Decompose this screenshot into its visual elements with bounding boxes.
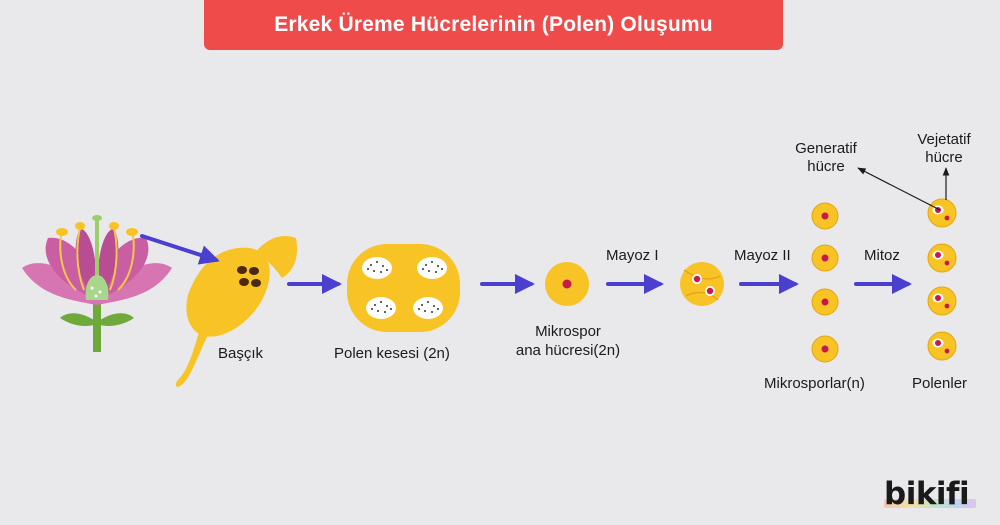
label-bascik: Başçık — [218, 345, 264, 362]
pollen-4 — [927, 331, 957, 361]
page-title: Erkek Üreme Hücrelerinin (Polen) Oluşumu — [274, 13, 713, 36]
pollen-3 — [927, 286, 957, 316]
label-mitoz: Mitoz — [864, 247, 900, 264]
microspore-mother-cell — [545, 262, 589, 306]
label-generatif-2: hücre — [807, 158, 845, 175]
dividing-cell — [680, 262, 724, 306]
anther-illustration — [175, 235, 298, 387]
label-mikrosporlar: Mikrosporlar(n) — [764, 375, 865, 392]
arrow-flower-to-anther — [140, 234, 220, 265]
pointer-generative — [857, 167, 941, 211]
microspore-1 — [811, 202, 839, 230]
label-polenler: Polenler — [912, 375, 967, 392]
label-mayoz2: Mayoz II — [734, 247, 791, 264]
label-mikrospor-1: Mikrospor — [535, 323, 601, 340]
label-mikrospor-2: ana hücresi(2n) — [516, 342, 620, 359]
pollen-sac-illustration — [347, 244, 460, 332]
brand-text: bikifi — [884, 479, 976, 510]
microspore-2 — [811, 244, 839, 272]
label-mayoz1: Mayoz I — [606, 247, 659, 264]
label-generatif-1: Generatif — [795, 140, 858, 157]
label-polen-kesesi: Polen kesesi (2n) — [334, 345, 450, 362]
microspore-3 — [811, 288, 839, 316]
label-vejetatif-1: Vejetatif — [917, 131, 971, 148]
pollen-1 — [927, 198, 957, 228]
microspores-column — [811, 202, 839, 363]
label-vejetatif-2: hücre — [925, 149, 963, 166]
title-banner: Erkek Üreme Hücrelerinin (Polen) Oluşumu — [204, 0, 783, 50]
microspore-4 — [811, 335, 839, 363]
flower-illustration — [22, 215, 172, 352]
pollen-2 — [927, 243, 957, 273]
bikifi-logo: bikifi — [884, 470, 976, 510]
pollens-column — [927, 198, 957, 361]
